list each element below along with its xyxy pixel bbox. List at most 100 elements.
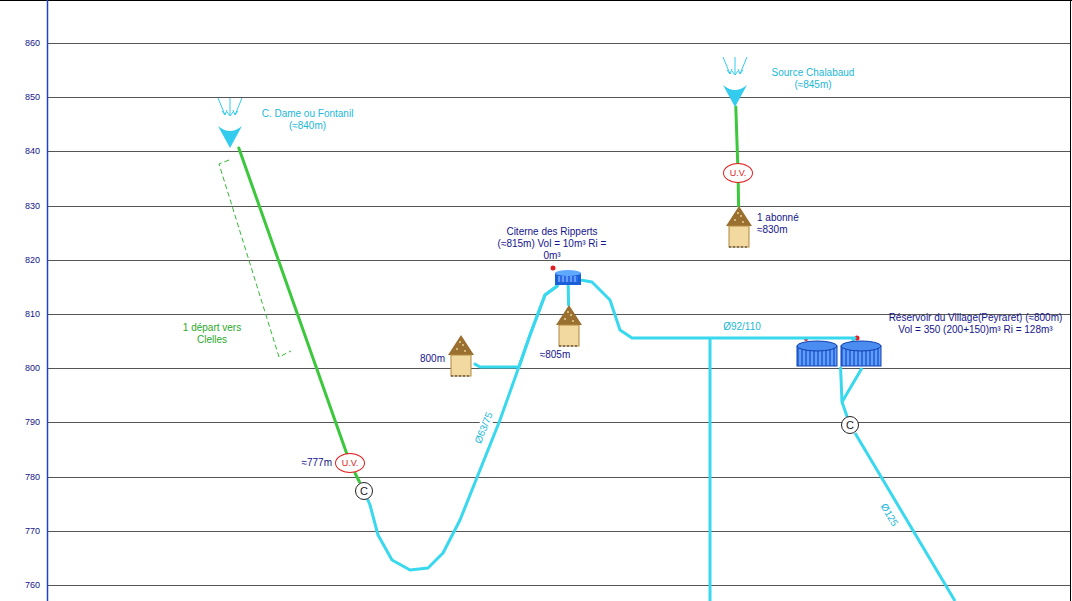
- water-pipe: [582, 280, 855, 340]
- axis-value: 860: [8, 37, 40, 49]
- icon-part: [738, 69, 743, 74]
- node-caption: Réservoir du Village(Peyraret) (≈800m) V…: [888, 312, 1063, 336]
- pipe-diameter: Ø125: [877, 500, 902, 531]
- symbol-inner: C: [356, 483, 372, 499]
- icon-part: [558, 276, 578, 282]
- house-icon-graphic: [555, 305, 583, 347]
- axis-value: 760: [8, 579, 40, 591]
- icon-part: [740, 215, 742, 217]
- frame-right: [1070, 0, 1071, 601]
- icon-part: [723, 85, 747, 107]
- icon-part: [572, 320, 574, 322]
- icon-part: [448, 335, 474, 355]
- symbol-inner: U.V.: [724, 164, 752, 182]
- node-caption: Source Chalabaud (≈845m): [763, 67, 863, 91]
- water-source-graphic: [715, 57, 755, 107]
- icon-part: [841, 341, 881, 351]
- pipe-vertical: [709, 338, 712, 601]
- house-icon-graphic: [447, 335, 475, 377]
- raw-water-pipe: [737, 183, 740, 206]
- water-source-graphic: [210, 98, 250, 148]
- icon-part: [218, 98, 225, 115]
- icon-part: [740, 57, 747, 74]
- water-source: C. Dame ou Fontanil (≈840m): [210, 98, 250, 148]
- axis-value: 850: [8, 91, 40, 103]
- symbol-inner: U.V.: [336, 454, 364, 472]
- node-caption: 800m: [409, 353, 445, 365]
- icon-part: [570, 314, 572, 316]
- raw-water-pipe: [736, 107, 738, 163]
- icon-part: [737, 212, 739, 214]
- icon-part: [727, 69, 732, 74]
- raw-water-pipe: [239, 148, 347, 453]
- reservoir-icon-graphic: [795, 340, 885, 368]
- icon-part: [218, 126, 242, 148]
- icon-part: [227, 112, 233, 116]
- icon-part: [732, 71, 738, 75]
- water-pipe: [841, 368, 847, 416]
- reservoir-icon: Réservoir du Village(Peyraret) (≈800m) V…: [795, 340, 885, 368]
- icon-part: [567, 311, 569, 313]
- icon-part: [735, 57, 736, 75]
- icon-part: [723, 57, 730, 74]
- raw-water-pipe: [355, 473, 360, 482]
- uv-label: U.V.: [730, 168, 747, 179]
- uv-unit: U.V.: [335, 453, 365, 473]
- icon-part: [233, 110, 238, 115]
- water-source: Source Chalabaud (≈845m): [715, 57, 755, 107]
- icon-part: [456, 348, 458, 350]
- uv-label: U.V.: [342, 458, 359, 469]
- icon-part: [451, 355, 471, 376]
- icon-part: [729, 247, 749, 248]
- uv-unit: U.V.: [723, 163, 753, 183]
- icon-part: [451, 376, 471, 377]
- icon-part: [459, 341, 461, 343]
- axis-value: 820: [8, 254, 40, 266]
- axis-value: 830: [8, 200, 40, 212]
- house-icon: ≈805m: [555, 305, 583, 347]
- icon-part: [742, 221, 744, 223]
- branch-note: 1 départ vers Clelles: [176, 322, 248, 346]
- tank-icon: Citerne des Ripperts (≈815m) Vol = 10m³ …: [554, 270, 582, 286]
- node-caption: 1 abonné ≈830m: [757, 212, 812, 236]
- water-pipe: [368, 286, 557, 570]
- icon-part: [555, 270, 581, 276]
- icon-part: [729, 226, 749, 247]
- house-icon-graphic: [725, 206, 753, 248]
- meter-symbol: C: [841, 416, 859, 434]
- axis-line: [47, 0, 49, 601]
- pipe-diameter: Ø92/110: [721, 321, 763, 333]
- water-pipe: [567, 286, 570, 305]
- tank-icon-graphic: [554, 270, 582, 286]
- icon-part: [222, 110, 227, 115]
- symbol-inner: C: [842, 417, 858, 433]
- axis-value: 840: [8, 145, 40, 157]
- icon-part: [734, 219, 736, 221]
- node-caption: Citerne des Ripperts (≈815m) Vol = 10m³ …: [496, 226, 608, 262]
- red-dot: [551, 266, 556, 271]
- pipe-d125: [855, 433, 955, 601]
- frame-top: [0, 0, 1072, 1]
- icon-part: [559, 346, 579, 347]
- axis-value: 790: [8, 416, 40, 428]
- axis-value: 800: [8, 362, 40, 374]
- axis-value: 770: [8, 525, 40, 537]
- pipe-leg: [842, 368, 862, 402]
- icon-part: [559, 325, 579, 346]
- meter-label: C: [360, 486, 368, 497]
- house-icon: 1 abonné ≈830m: [725, 206, 753, 248]
- icon-part: [462, 344, 464, 346]
- icon-part: [797, 341, 837, 351]
- meter-symbol: C: [355, 482, 373, 500]
- grid-lines: [47, 44, 1070, 586]
- icon-part: [235, 98, 242, 115]
- meter-label: C: [846, 420, 854, 431]
- icon-part: [464, 350, 466, 352]
- icon-part: [556, 305, 582, 325]
- axis-value: 810: [8, 308, 40, 320]
- node-caption: ≈805m: [533, 349, 577, 361]
- pipe-diameter: Ø63/75: [472, 409, 497, 448]
